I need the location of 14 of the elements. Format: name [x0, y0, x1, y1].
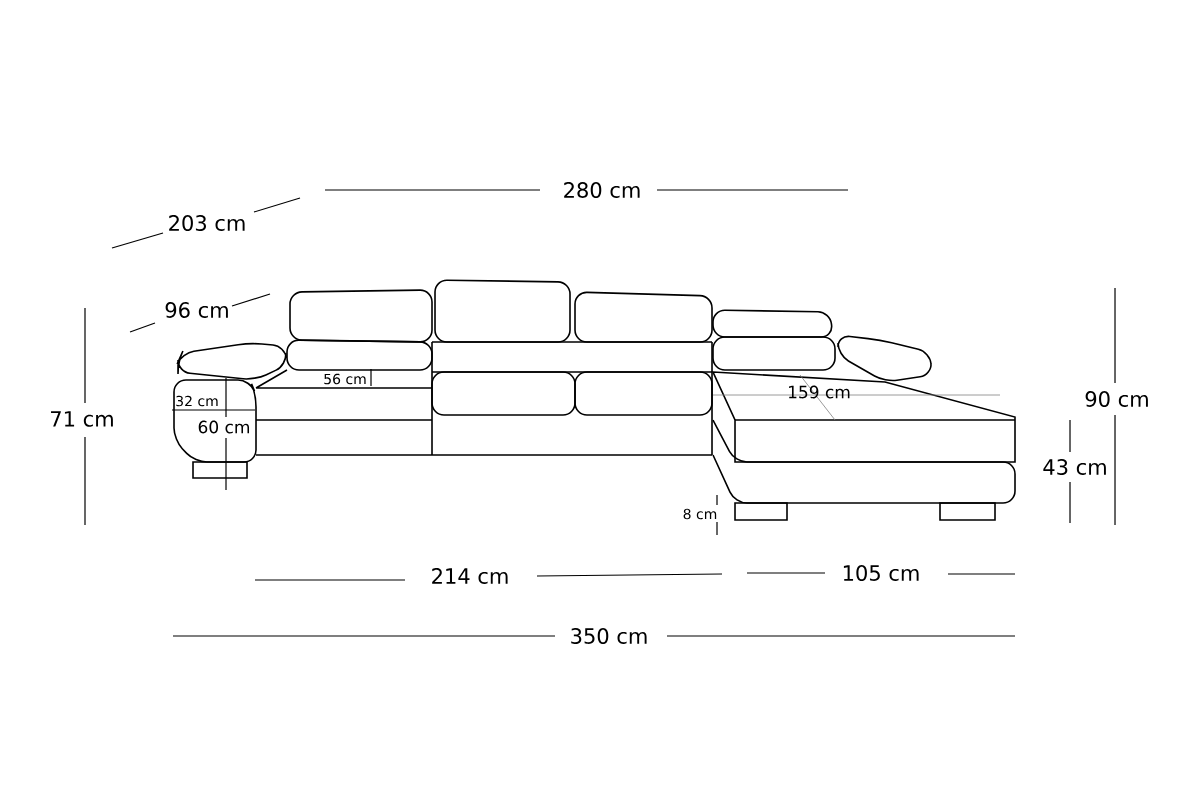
dimension-label: 105 cm [843, 565, 919, 581]
dimension-label: 32 cm [176, 395, 218, 407]
dimension-label: 203 cm [169, 215, 245, 231]
dimension-label: 350 cm [571, 628, 647, 644]
dimension-label: 159 cm [789, 385, 850, 399]
dimension-label: 280 cm [564, 182, 640, 198]
dimension-label: 43 cm [1043, 459, 1106, 475]
dimension-label: 56 cm [324, 373, 366, 385]
dimension-label: 8 cm [683, 508, 717, 520]
dimension-label: 71 cm [51, 411, 113, 427]
dimension-label: 214 cm [432, 568, 508, 584]
dimension-label: 96 cm [165, 302, 228, 318]
dimension-label: 60 cm [198, 420, 249, 434]
dimension-label: 90 cm [1085, 391, 1148, 407]
